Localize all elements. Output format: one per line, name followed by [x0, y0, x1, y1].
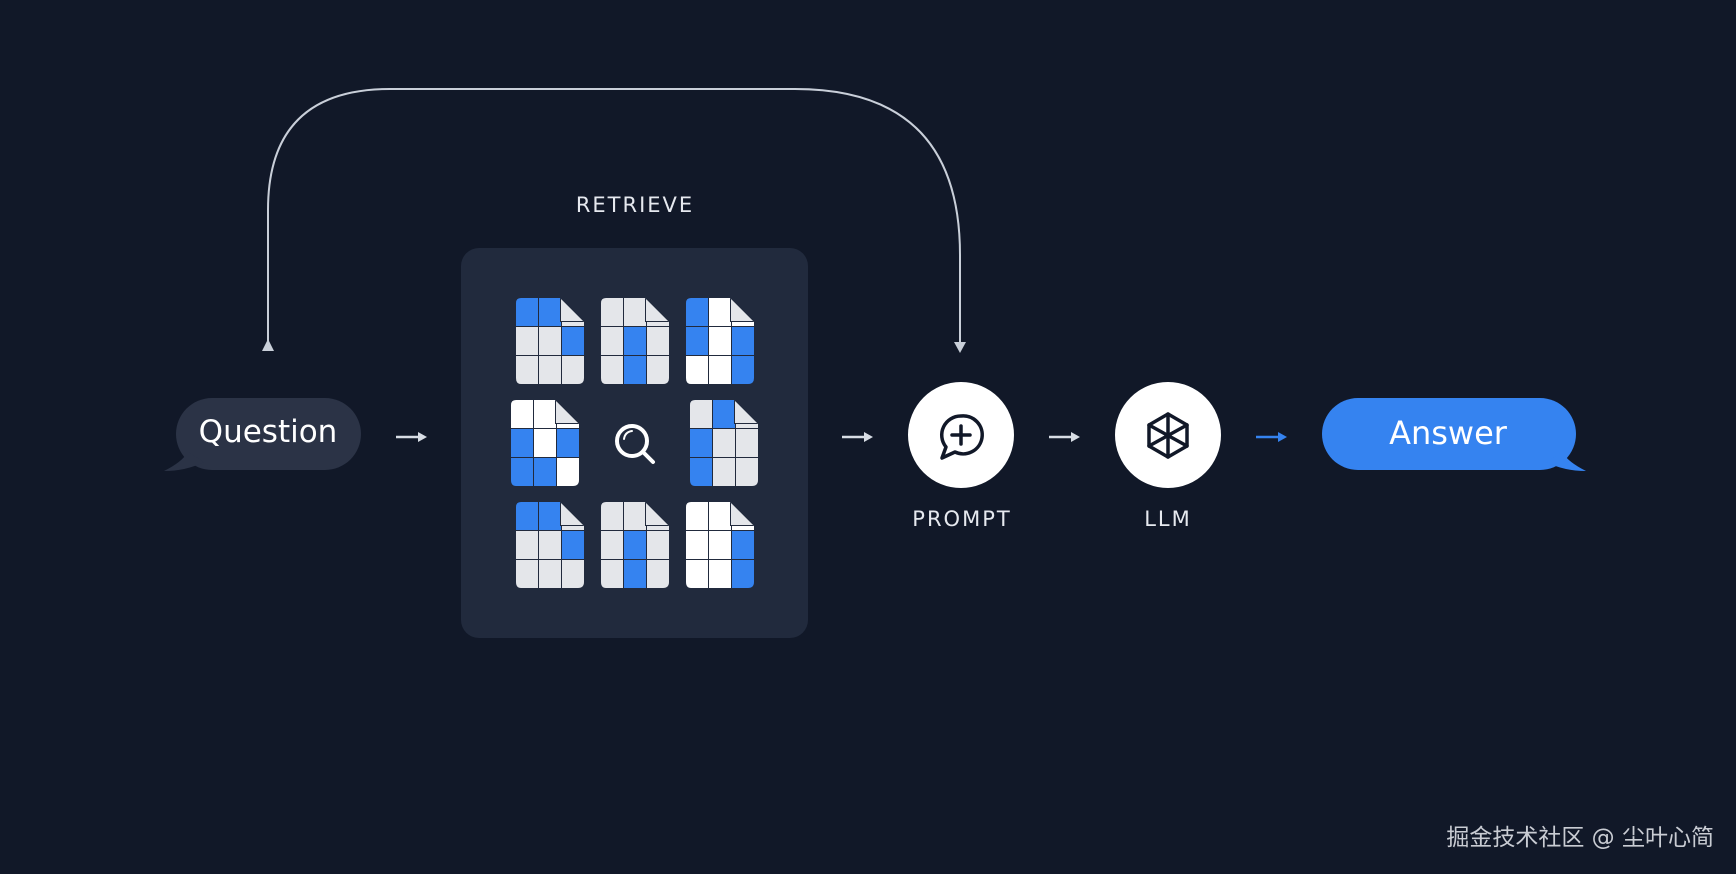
prompt-label: PROMPT [912, 507, 1012, 531]
document-icon-6 [516, 502, 584, 588]
document-icon-3 [686, 298, 754, 384]
document-icon-8 [686, 502, 754, 588]
document-icon-2 [601, 298, 669, 384]
chat-plus-icon [940, 414, 984, 460]
llm-label: LLM [1144, 507, 1192, 531]
document-icon-4 [511, 400, 579, 486]
question-text: Question [198, 414, 338, 450]
question-bubble [164, 398, 361, 471]
answer-bubble [1322, 398, 1586, 471]
loop-start-arrowhead [262, 339, 274, 351]
watermark: 掘金技术社区 @ 尘叶心简 [1446, 825, 1714, 851]
arrow-retrieve-to-prompt [842, 432, 873, 442]
search-icon [615, 424, 655, 464]
answer-text: Answer [1389, 414, 1507, 452]
loop-end-arrowhead [954, 342, 966, 353]
question-to-prompt-connector [267, 88, 961, 343]
cube-icon [1147, 412, 1189, 459]
retrieve-label: RETRIEVE [575, 193, 695, 217]
arrow-prompt-to-llm [1049, 432, 1080, 442]
arrow-llm-to-answer [1256, 432, 1287, 442]
arrow-question-to-retrieve [396, 432, 427, 442]
